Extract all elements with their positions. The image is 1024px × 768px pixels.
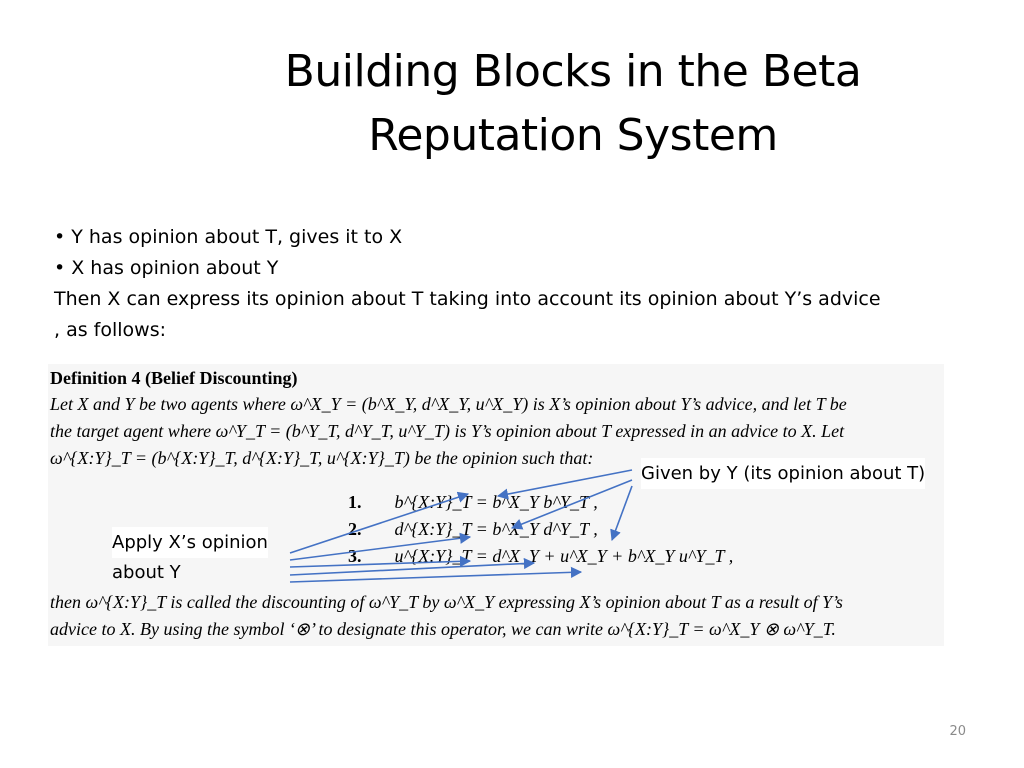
definition-item-3: 3. u^{X:Y}_T = d^X_Y + u^X_Y + b^X_Y u^Y… — [348, 546, 733, 567]
item-equation: b^{X:Y}_T = b^X_Y b^Y_T , — [394, 492, 598, 512]
given-by-y-label: Given by Y (its opinion about T) — [641, 458, 926, 489]
bullet-list: • Y has opinion about T, gives it to X •… — [54, 222, 974, 346]
definition-closing-line: then ω^{X:Y}_T is called the discounting… — [50, 592, 843, 612]
definition-heading: Definition 4 (Belief Discounting) — [50, 368, 298, 388]
item-number: 2. — [348, 519, 362, 539]
definition-item-1: 1. b^{X:Y}_T = b^X_Y b^Y_T , — [348, 492, 598, 513]
page-number: 20 — [949, 724, 966, 739]
apply-x-label-line-1: Apply X’s opinion — [112, 527, 268, 558]
slide-title: Building Blocks in the Beta Reputation S… — [240, 40, 906, 168]
apply-x-label-line-2: about Y — [112, 562, 181, 583]
item-equation: u^{X:Y}_T = d^X_Y + u^X_Y + b^X_Y u^Y_T … — [394, 546, 734, 566]
definition-text-line: Let X and Y be two agents where ω^X_Y = … — [50, 394, 847, 414]
item-number: 1. — [348, 492, 362, 512]
definition-item-2: 2. d^{X:Y}_T = b^X_Y d^Y_T , — [348, 519, 598, 540]
paragraph-line: , as follows: — [54, 319, 166, 341]
bullet-item: • X has opinion about Y — [54, 257, 279, 279]
definition-closing-line: advice to X. By using the symbol ‘⊗’ to … — [50, 619, 836, 639]
bullet-item: • Y has opinion about T, gives it to X — [54, 226, 403, 248]
slide-title-line-1: Building Blocks in the Beta — [284, 46, 862, 97]
definition-box: Definition 4 (Belief Discounting) Let X … — [48, 364, 944, 646]
slide-title-line-2: Reputation System — [368, 110, 778, 161]
item-number: 3. — [348, 546, 362, 566]
item-equation: d^{X:Y}_T = b^X_Y d^Y_T , — [394, 519, 598, 539]
definition-text-line: ω^{X:Y}_T = (b^{X:Y}_T, d^{X:Y}_T, u^{X:… — [50, 448, 594, 468]
definition-text-line: the target agent where ω^Y_T = (b^Y_T, d… — [50, 421, 845, 441]
paragraph-line: Then X can express its opinion about T t… — [54, 288, 881, 310]
